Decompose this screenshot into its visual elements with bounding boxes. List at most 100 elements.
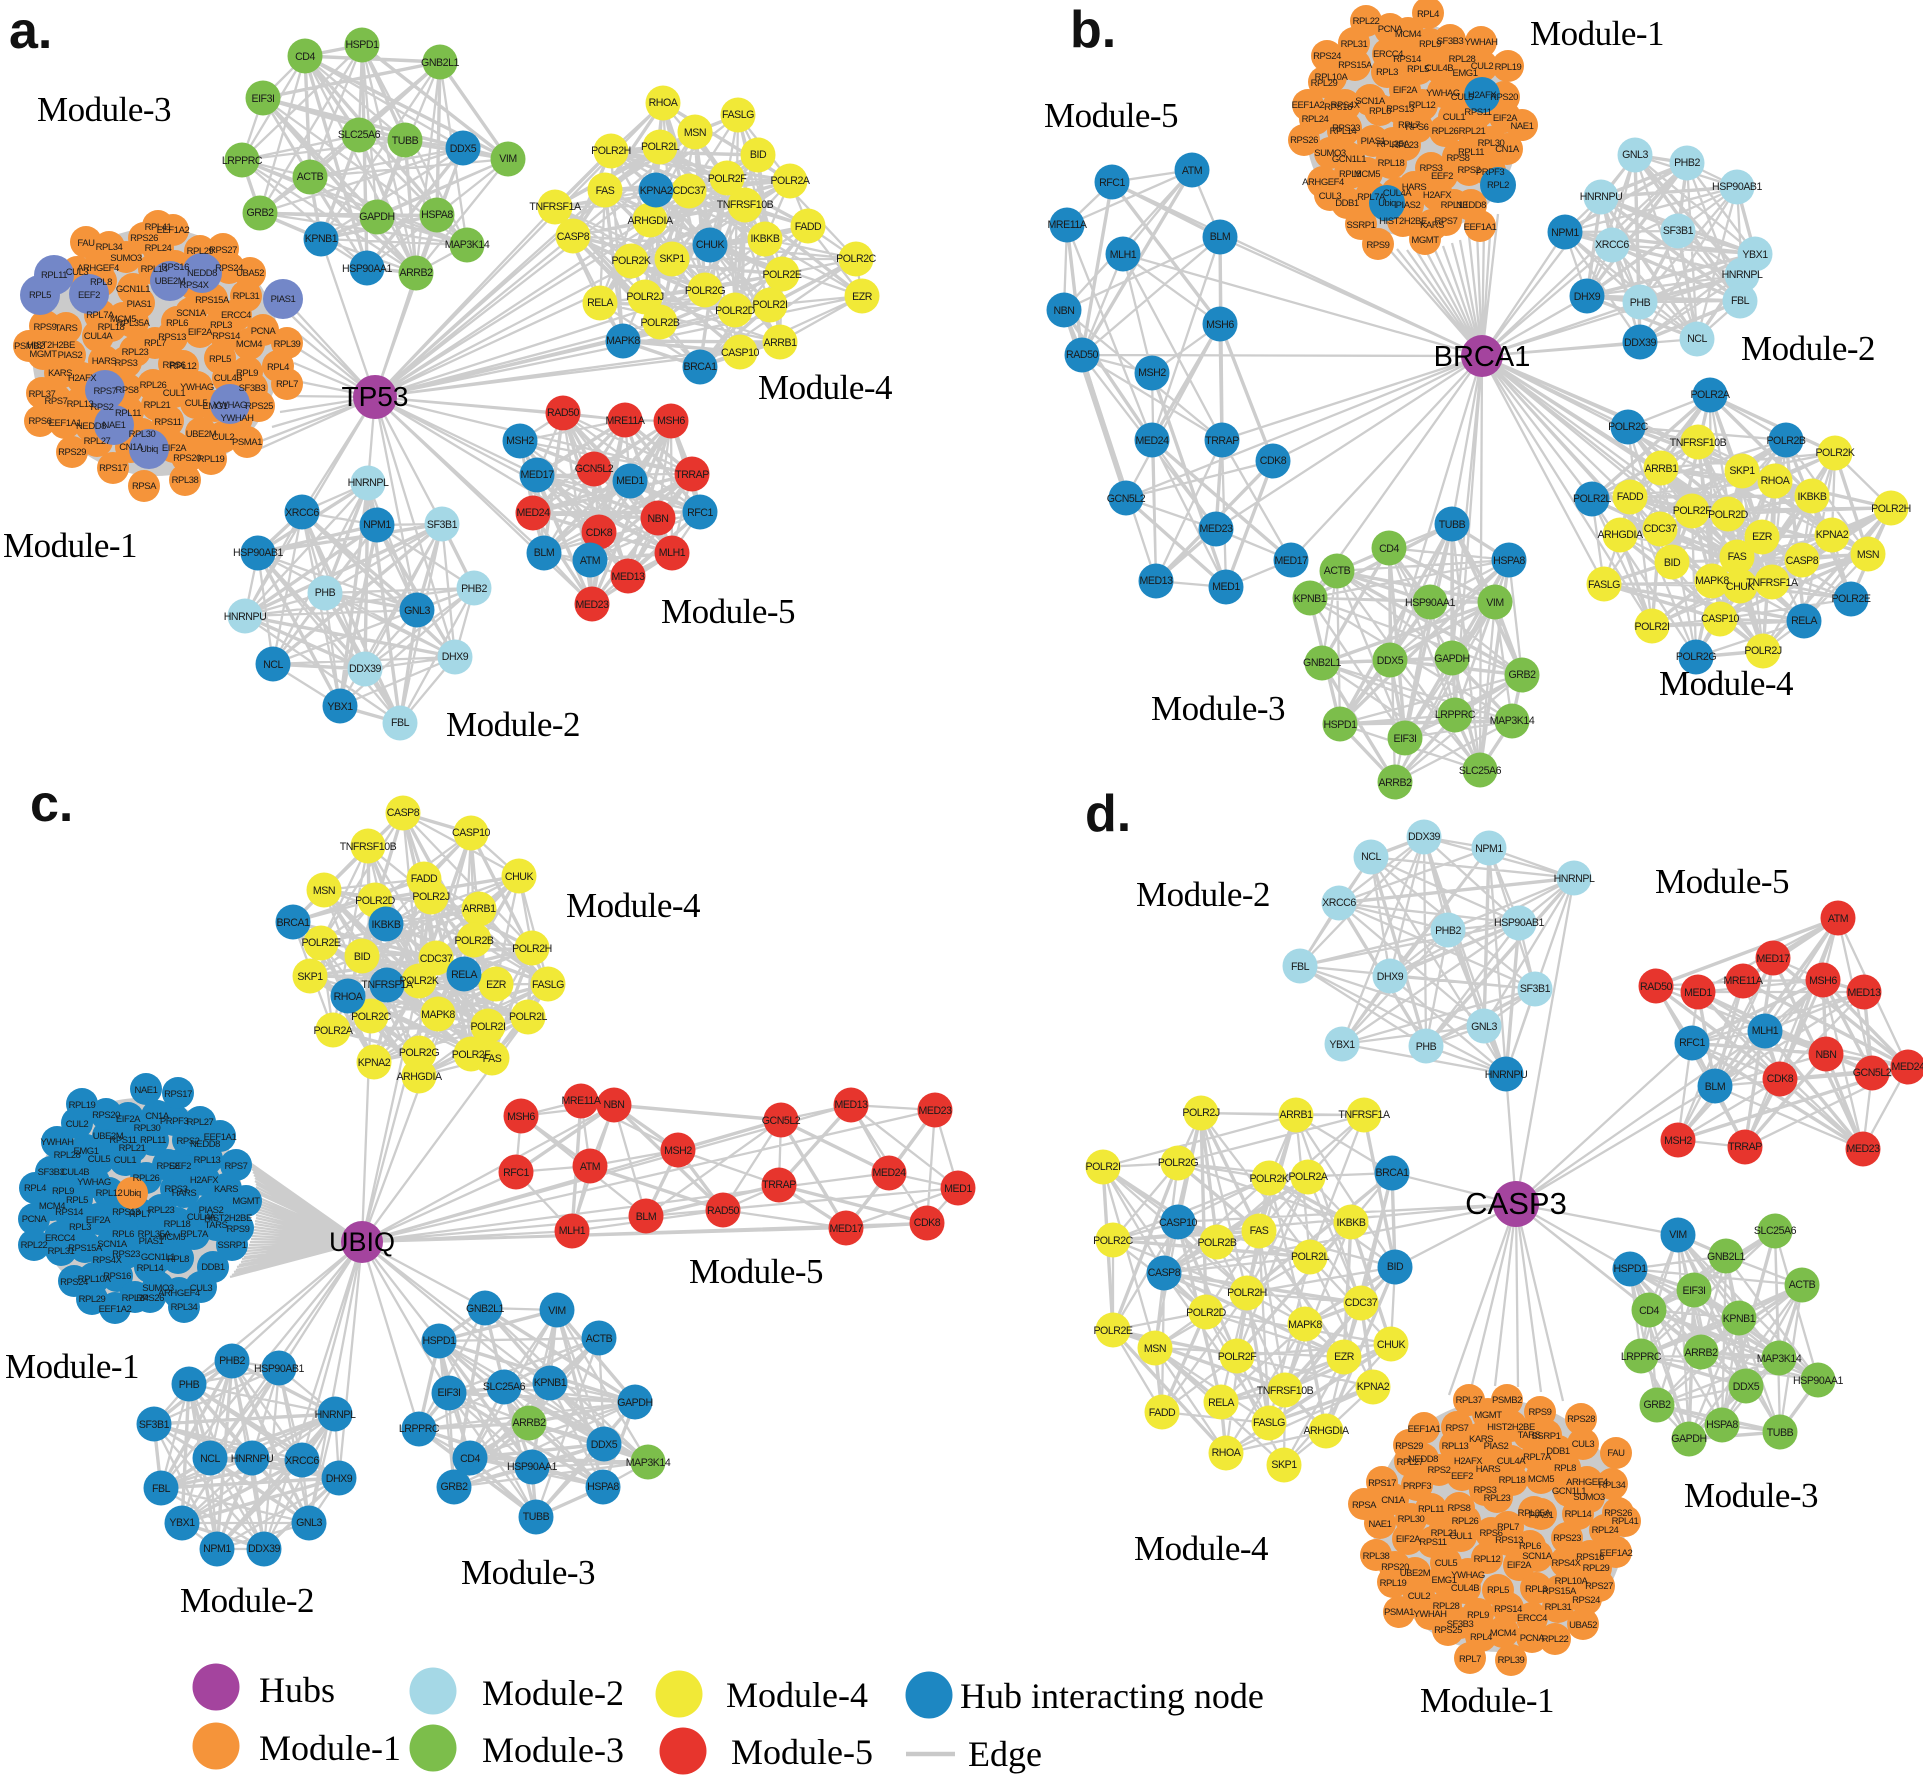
- svg-text:RPS24: RPS24: [1313, 51, 1341, 62]
- svg-text:SUMO3: SUMO3: [1573, 1492, 1605, 1503]
- svg-text:RFC1: RFC1: [1679, 1037, 1705, 1049]
- svg-text:Module-4: Module-4: [1134, 1529, 1268, 1568]
- svg-text:H2AFX: H2AFX: [1454, 1456, 1483, 1467]
- svg-text:ACTB: ACTB: [586, 1333, 613, 1345]
- svg-text:MED23: MED23: [1199, 523, 1233, 535]
- svg-text:RPL23: RPL23: [1392, 140, 1419, 151]
- svg-text:GNB2L1: GNB2L1: [466, 1303, 504, 1315]
- svg-text:d.: d.: [1085, 785, 1131, 843]
- svg-text:MED23: MED23: [1846, 1143, 1880, 1155]
- svg-text:CUL3: CUL3: [1572, 1439, 1595, 1450]
- svg-text:DDX39: DDX39: [1408, 831, 1440, 843]
- svg-text:RPL22: RPL22: [1542, 1634, 1569, 1645]
- svg-text:CUL4A: CUL4A: [84, 331, 113, 342]
- svg-text:PIAS1: PIAS1: [139, 1236, 164, 1247]
- svg-text:RPL5: RPL5: [1487, 1585, 1509, 1596]
- svg-text:RPL34: RPL34: [96, 242, 123, 253]
- svg-text:CD4: CD4: [460, 1453, 480, 1465]
- svg-text:CUL4A: CUL4A: [1383, 188, 1412, 199]
- svg-text:ARHGEF4: ARHGEF4: [158, 1288, 200, 1299]
- svg-text:SSRP1: SSRP1: [1347, 220, 1376, 231]
- svg-text:CUL2: CUL2: [1471, 61, 1494, 72]
- svg-text:RPL4: RPL4: [1470, 1632, 1492, 1643]
- svg-text:RPS20: RPS20: [92, 1110, 120, 1121]
- svg-text:XRCC6: XRCC6: [1322, 897, 1356, 909]
- svg-text:NEDD8: NEDD8: [190, 1139, 220, 1150]
- svg-text:BRCA1: BRCA1: [683, 361, 717, 373]
- svg-text:CUL1: CUL1: [1443, 112, 1466, 123]
- svg-text:Module-4: Module-4: [726, 1675, 868, 1715]
- svg-text:MCM5: MCM5: [110, 314, 136, 325]
- svg-text:PSMA1: PSMA1: [1384, 1607, 1414, 1618]
- svg-text:RPSA: RPSA: [132, 481, 157, 492]
- svg-text:CUL4B: CUL4B: [214, 373, 242, 384]
- svg-text:H2AFX: H2AFX: [190, 1175, 219, 1186]
- svg-text:RPL12: RPL12: [1409, 100, 1436, 111]
- svg-text:RPL5: RPL5: [1407, 64, 1429, 75]
- svg-text:CDC37: CDC37: [1345, 1297, 1378, 1309]
- svg-text:RPS3: RPS3: [114, 358, 137, 369]
- svg-text:MLH1: MLH1: [559, 1225, 586, 1237]
- svg-text:NEDD8: NEDD8: [1408, 1454, 1438, 1465]
- svg-text:NAE1: NAE1: [1510, 121, 1533, 132]
- svg-text:RPS7: RPS7: [1445, 1423, 1468, 1434]
- svg-text:PHB2: PHB2: [1674, 157, 1700, 169]
- svg-text:ACTB: ACTB: [297, 171, 324, 183]
- svg-text:EIF2A: EIF2A: [1396, 1534, 1421, 1545]
- svg-text:RAD50: RAD50: [1640, 981, 1672, 993]
- svg-text:RPS11: RPS11: [1464, 107, 1491, 118]
- svg-text:POLR2J: POLR2J: [412, 891, 449, 903]
- svg-text:RPS15A: RPS15A: [1338, 60, 1373, 71]
- svg-text:FAS: FAS: [1728, 551, 1747, 563]
- svg-text:SCN1A: SCN1A: [97, 1239, 128, 1250]
- svg-text:MAPK8: MAPK8: [1288, 1319, 1322, 1331]
- svg-text:HSPD1: HSPD1: [345, 39, 379, 51]
- svg-text:FAU: FAU: [77, 238, 95, 249]
- svg-text:XRCC6: XRCC6: [285, 1455, 319, 1467]
- svg-text:CDK8: CDK8: [1767, 1073, 1794, 1085]
- svg-text:GNB2L1: GNB2L1: [421, 57, 459, 69]
- svg-text:Edge: Edge: [968, 1734, 1042, 1774]
- svg-text:ARRB2: ARRB2: [1378, 777, 1412, 789]
- svg-text:Module-5: Module-5: [661, 592, 795, 631]
- svg-text:XRCC6: XRCC6: [285, 507, 319, 519]
- svg-text:RPL7A: RPL7A: [1523, 1452, 1552, 1463]
- svg-text:CUL1: CUL1: [163, 388, 186, 399]
- svg-text:EEF2: EEF2: [1431, 171, 1453, 182]
- svg-text:RPL26: RPL26: [1452, 1516, 1479, 1527]
- svg-text:ARHGEF4: ARHGEF4: [77, 263, 119, 274]
- svg-text:RPL24: RPL24: [145, 243, 172, 254]
- svg-text:GCN1L1: GCN1L1: [1332, 154, 1366, 165]
- svg-text:RPL19: RPL19: [1495, 62, 1522, 73]
- svg-text:MLH1: MLH1: [659, 547, 686, 559]
- svg-text:SKP1: SKP1: [297, 971, 323, 983]
- svg-text:SF3B3: SF3B3: [239, 383, 266, 394]
- svg-text:HSP90AA1: HSP90AA1: [342, 263, 393, 275]
- svg-text:Ubiq: Ubiq: [140, 444, 158, 455]
- svg-text:RPS8: RPS8: [115, 385, 138, 396]
- svg-text:EIF2A: EIF2A: [162, 443, 187, 454]
- svg-text:ATM: ATM: [1828, 913, 1848, 925]
- svg-text:ARRB1: ARRB1: [1644, 463, 1678, 475]
- svg-text:RPL29: RPL29: [79, 1294, 106, 1305]
- svg-text:FASLG: FASLG: [532, 979, 564, 991]
- svg-text:RPS11: RPS11: [109, 1135, 136, 1146]
- svg-text:RPS14: RPS14: [1494, 1604, 1522, 1615]
- svg-text:DDB1: DDB1: [1335, 198, 1359, 209]
- svg-text:SF3B1: SF3B1: [139, 1419, 170, 1431]
- svg-text:GRB2: GRB2: [246, 207, 274, 219]
- svg-text:RPS7: RPS7: [44, 396, 67, 407]
- svg-text:RPL14: RPL14: [141, 264, 168, 275]
- svg-text:FAS: FAS: [1250, 1225, 1269, 1237]
- svg-text:RPS15A: RPS15A: [195, 295, 230, 306]
- svg-text:CD4: CD4: [1639, 1305, 1659, 1317]
- svg-text:NBN: NBN: [603, 1099, 624, 1111]
- svg-text:Module-5: Module-5: [689, 1252, 823, 1291]
- svg-text:EMG1: EMG1: [73, 1146, 98, 1157]
- svg-text:MRE11A: MRE11A: [1724, 975, 1764, 987]
- svg-text:RPL9: RPL9: [1419, 39, 1441, 50]
- svg-text:RPL3: RPL3: [1525, 1584, 1547, 1595]
- svg-text:PHB2: PHB2: [1435, 925, 1461, 937]
- svg-text:YWHAH: YWHAH: [40, 1137, 74, 1148]
- svg-text:RPS25: RPS25: [245, 401, 273, 412]
